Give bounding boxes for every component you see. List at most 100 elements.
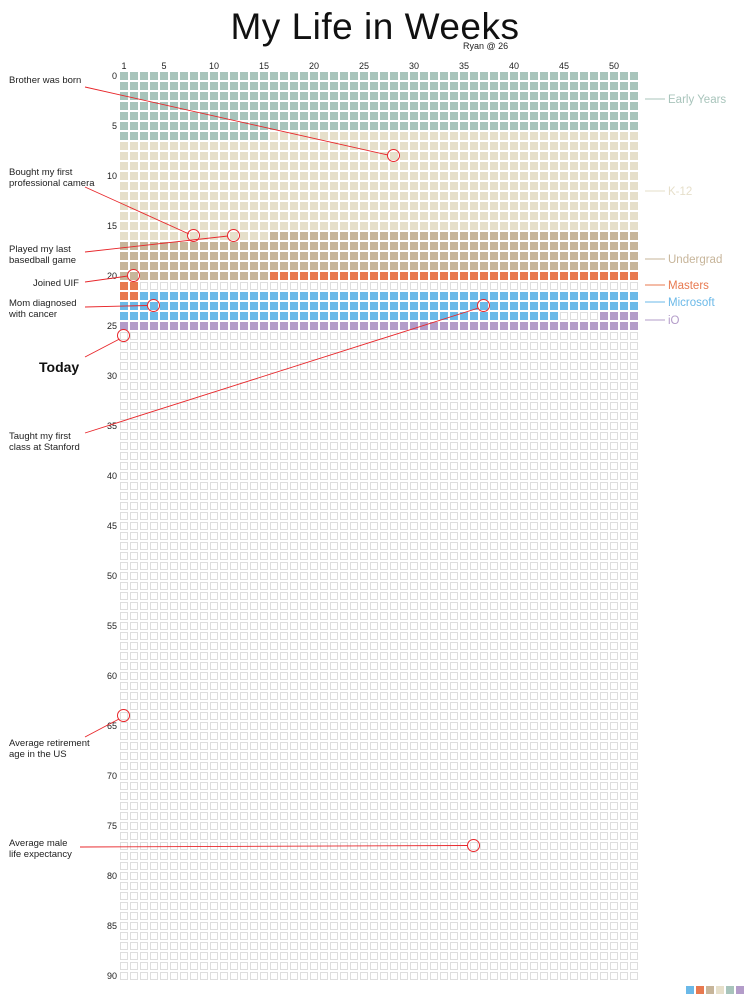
week-cell — [600, 262, 608, 270]
week-cell — [170, 822, 178, 830]
week-cell — [620, 652, 628, 660]
week-cell — [490, 612, 498, 620]
week-cell — [310, 72, 318, 80]
week-cell — [500, 242, 508, 250]
week-cell — [170, 102, 178, 110]
week-cell — [320, 742, 328, 750]
week-cell — [470, 772, 478, 780]
week-cell — [340, 192, 348, 200]
week-cell — [390, 502, 398, 510]
week-cell — [140, 942, 148, 950]
week-cell — [610, 952, 618, 960]
week-cell — [300, 942, 308, 950]
week-cell — [530, 682, 538, 690]
week-cell — [300, 952, 308, 960]
week-cell — [620, 432, 628, 440]
week-cell — [180, 152, 188, 160]
week-cell — [210, 672, 218, 680]
week-cell — [290, 792, 298, 800]
week-cell — [210, 82, 218, 90]
week-cell — [170, 922, 178, 930]
week-cell — [140, 252, 148, 260]
week-cell — [550, 562, 558, 570]
week-cell — [580, 182, 588, 190]
week-cell — [460, 742, 468, 750]
week-cell — [490, 282, 498, 290]
week-cell — [490, 212, 498, 220]
week-cell — [300, 392, 308, 400]
week-cell — [120, 782, 128, 790]
week-cell — [450, 672, 458, 680]
week-cell — [370, 662, 378, 670]
week-cell — [460, 342, 468, 350]
week-cell — [390, 902, 398, 910]
week-cell — [550, 172, 558, 180]
week-cell — [390, 722, 398, 730]
week-cell — [560, 952, 568, 960]
week-cell — [470, 602, 478, 610]
week-cell — [150, 142, 158, 150]
week-cell — [300, 362, 308, 370]
week-cell — [120, 682, 128, 690]
week-cell — [370, 862, 378, 870]
week-cell — [300, 672, 308, 680]
week-cell — [200, 192, 208, 200]
week-cell — [570, 882, 578, 890]
week-cell — [290, 412, 298, 420]
week-cell — [560, 562, 568, 570]
week-cell — [460, 292, 468, 300]
week-cell — [320, 432, 328, 440]
week-cell — [430, 362, 438, 370]
week-cell — [200, 902, 208, 910]
week-cell — [610, 452, 618, 460]
week-cell — [430, 412, 438, 420]
week-cell — [270, 792, 278, 800]
week-cell — [270, 772, 278, 780]
week-cell — [160, 102, 168, 110]
week-cell — [140, 642, 148, 650]
week-cell — [200, 292, 208, 300]
week-cell — [620, 502, 628, 510]
week-cell — [320, 772, 328, 780]
week-cell — [290, 882, 298, 890]
week-cell — [420, 692, 428, 700]
week-cell — [380, 552, 388, 560]
week-cell — [470, 202, 478, 210]
week-cell — [130, 682, 138, 690]
week-cell — [270, 722, 278, 730]
week-cell — [170, 902, 178, 910]
week-cell — [560, 852, 568, 860]
week-cell — [490, 122, 498, 130]
week-cell — [170, 522, 178, 530]
week-cell — [370, 722, 378, 730]
week-cell — [310, 122, 318, 130]
week-cell — [630, 272, 638, 280]
week-cell — [390, 222, 398, 230]
week-cell — [390, 632, 398, 640]
week-cell — [590, 322, 598, 330]
week-cell — [400, 922, 408, 930]
week-cell — [210, 912, 218, 920]
week-cell — [270, 252, 278, 260]
week-cell — [220, 272, 228, 280]
week-cell — [220, 812, 228, 820]
week-cell — [560, 622, 568, 630]
week-cell — [330, 412, 338, 420]
week-cell — [180, 882, 188, 890]
week-cell — [510, 842, 518, 850]
week-cell — [420, 662, 428, 670]
week-cell — [370, 122, 378, 130]
week-cell — [450, 412, 458, 420]
week-cell — [560, 182, 568, 190]
week-cell — [320, 682, 328, 690]
week-cell — [380, 162, 388, 170]
week-cell — [150, 702, 158, 710]
week-cell — [390, 792, 398, 800]
week-cell — [420, 132, 428, 140]
week-cell — [210, 232, 218, 240]
week-cell — [520, 722, 528, 730]
week-cell — [610, 412, 618, 420]
week-cell — [290, 762, 298, 770]
week-cell — [230, 412, 238, 420]
week-cell — [240, 822, 248, 830]
